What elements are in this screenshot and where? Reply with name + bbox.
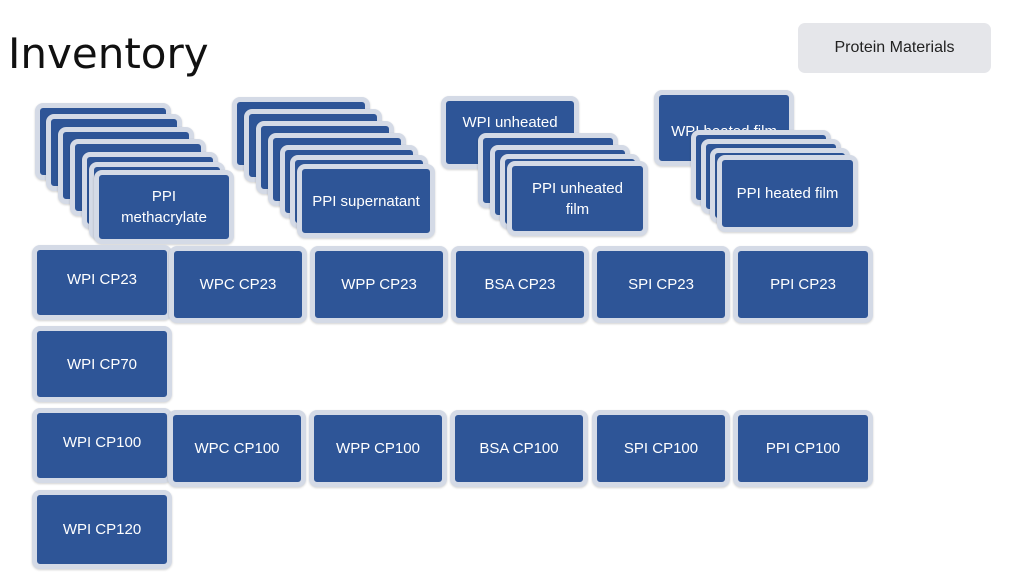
card-spi-cp23[interactable]: SPI CP23 [592, 246, 730, 323]
card-wpc-cp100[interactable]: WPC CP100 [168, 410, 306, 487]
category-badge[interactable]: Protein Materials [798, 23, 991, 73]
card-ppi-cp100[interactable]: PPI CP100 [733, 410, 873, 487]
card-wpp-cp100[interactable]: WPP CP100 [309, 410, 447, 487]
card-ppi-supernatant[interactable]: PPI supernatant [297, 164, 435, 238]
card-bsa-cp23[interactable]: BSA CP23 [451, 246, 589, 323]
card-ppi-unheated-film[interactable]: PPI unheated film [507, 161, 648, 236]
card-ppi-cp23[interactable]: PPI CP23 [733, 246, 873, 323]
page-title: Inventory [8, 29, 209, 78]
card-wpi-cp120[interactable]: WPI CP120 [32, 490, 172, 569]
card-spi-cp100[interactable]: SPI CP100 [592, 410, 730, 487]
card-wpp-cp23[interactable]: WPP CP23 [310, 246, 448, 323]
card-wpc-cp23[interactable]: WPC CP23 [169, 246, 307, 323]
card-ppi-methacrylate[interactable]: PPI methacrylate [94, 170, 234, 244]
card-wpi-cp70[interactable]: WPI CP70 [32, 326, 172, 402]
card-wpi-cp23[interactable]: WPI CP23 [32, 245, 172, 320]
card-ppi-heated-film[interactable]: PPI heated film [717, 155, 858, 232]
card-wpi-cp100[interactable]: WPI CP100 [32, 408, 172, 483]
card-bsa-cp100[interactable]: BSA CP100 [450, 410, 588, 487]
